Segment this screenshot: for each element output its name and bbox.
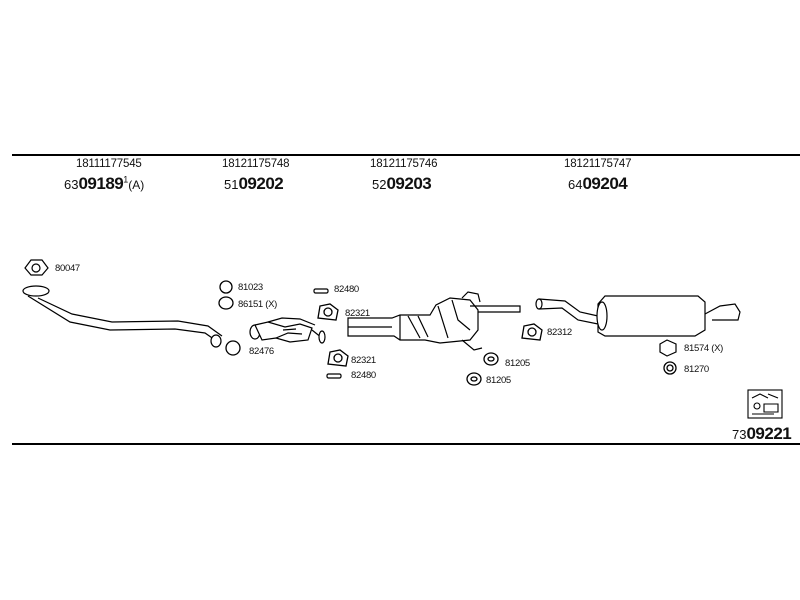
gasket-80047 <box>24 259 49 276</box>
part-label-82480-upper: 82480 <box>334 284 359 295</box>
exhaust-kit-icon <box>747 389 783 419</box>
ref-main: 09202 <box>238 174 284 193</box>
part-label-82312: 82312 <box>547 327 572 338</box>
ref-main: 09203 <box>386 174 432 193</box>
ring-82476 <box>225 340 241 356</box>
ring-86151 <box>218 296 234 310</box>
clamp-82312 <box>521 323 543 341</box>
part-label-86151: 86151 (X) <box>238 299 278 310</box>
oe-number-2: 18121175748 <box>222 158 290 170</box>
middle-silencer-09203 <box>347 291 521 351</box>
ref-main: 09189 <box>78 174 124 193</box>
part-label-81023: 81023 <box>238 282 263 293</box>
part-label-82321-lower: 82321 <box>351 355 376 366</box>
rear-silencer-09204 <box>535 295 741 337</box>
ref-prefix: 73 <box>732 427 747 442</box>
part-label-81205-lower: 81205 <box>486 375 511 386</box>
ref-prefix: 63 <box>64 177 79 192</box>
hanger-81205-upper <box>483 352 499 366</box>
part-label-80047: 80047 <box>55 263 80 274</box>
part-label-82321-upper: 82321 <box>345 308 370 319</box>
rubber-81270 <box>663 361 677 375</box>
kit-ref-number: 7309221 <box>732 424 792 444</box>
ref-suffix: (A) <box>128 178 145 192</box>
oe-number-1: 18111177545 <box>76 158 142 170</box>
ring-81023 <box>219 280 233 294</box>
ref-main: 09221 <box>746 424 792 443</box>
ref-prefix: 51 <box>224 177 239 192</box>
oe-number-3: 18121175746 <box>370 158 438 170</box>
clamp-82321-upper <box>317 303 339 321</box>
hanger-81205-lower <box>466 372 482 386</box>
ref-prefix: 64 <box>568 177 583 192</box>
ref-number-2: 5109202 <box>224 174 284 194</box>
ref-number-3: 5209203 <box>372 174 432 194</box>
rubber-81574 <box>659 339 677 357</box>
front-silencer-09202 <box>249 317 326 344</box>
ref-prefix: 52 <box>372 177 387 192</box>
clamp-82480-upper <box>313 288 329 294</box>
ref-main: 09204 <box>582 174 628 193</box>
ref-number-1: 63091891(A) <box>64 174 144 194</box>
part-label-82476: 82476 <box>249 346 274 357</box>
ref-number-4: 6409204 <box>568 174 628 194</box>
clamp-82321-lower <box>327 349 349 367</box>
ref-sup: 1 <box>123 174 129 185</box>
part-label-82480-lower: 82480 <box>351 370 376 381</box>
front-downpipe <box>22 285 223 348</box>
oe-number-4: 18121175747 <box>564 158 632 170</box>
part-label-81205-upper: 81205 <box>505 358 530 369</box>
part-label-81574: 81574 (X) <box>684 343 724 354</box>
clamp-82480-lower <box>326 373 342 379</box>
part-label-81270: 81270 <box>684 364 709 375</box>
